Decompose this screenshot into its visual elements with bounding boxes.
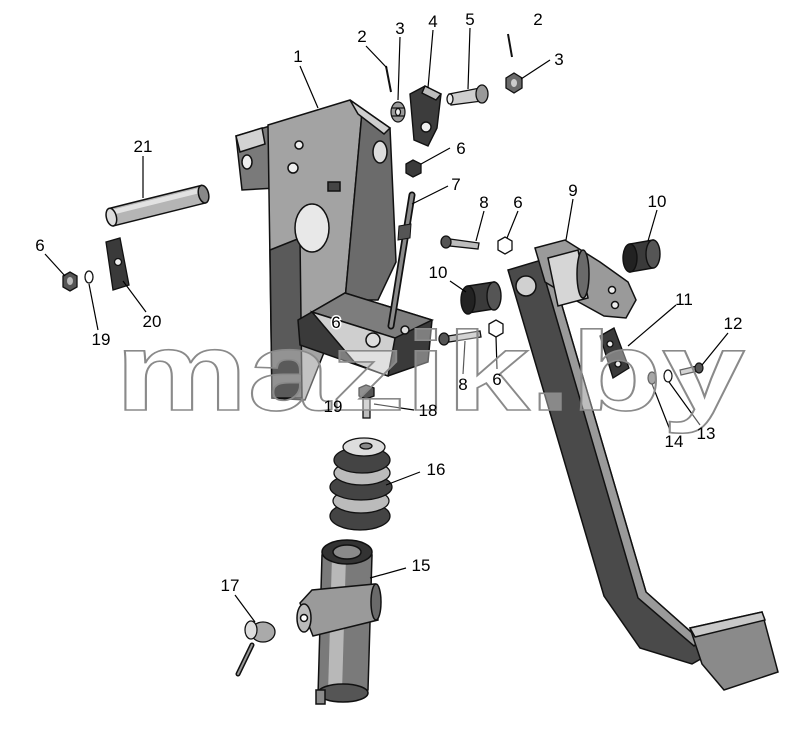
nut-part [497,236,513,255]
bolt-part [679,362,704,376]
callout-label: 8 [479,193,488,212]
callout-label: 6 [513,193,522,212]
callout-label: 13 [697,424,716,443]
callout-label: 9 [568,181,577,200]
washer-part [663,369,673,383]
callout-label: 5 [465,10,474,29]
bushing-part [622,239,661,273]
callout-label: 1 [293,47,302,66]
callout-label: 10 [648,192,667,211]
callout-label: 8 [458,375,467,394]
nut-part [62,271,78,292]
bolt-part [440,235,480,250]
callout-label: 21 [134,137,153,156]
pin-part [446,84,489,106]
callout-label: 2 [357,27,366,46]
pedal-part [507,239,779,691]
nut-part [505,72,523,94]
callout-label: 6 [456,139,465,158]
plate-part [599,327,630,379]
callout-label: 18 [419,401,438,420]
callout-label: 4 [428,12,437,31]
bushing-part [460,281,502,315]
callout-label: 20 [143,312,162,331]
callout-label: 2 [533,10,542,29]
callout-label: 19 [92,330,111,349]
callout-label: 6 [35,236,44,255]
callout-label: 16 [427,460,446,479]
bracket-part [235,99,435,401]
callout-label: 14 [665,432,684,451]
callout-label: 3 [554,50,563,69]
callout-label: 6 [492,370,501,389]
cotter-pin-part [507,33,513,58]
rod-part [387,191,416,330]
callout-label: 19 [324,397,343,416]
boot-part [329,437,393,531]
cotter-pin-part [385,65,392,93]
nut-part [405,159,422,178]
plate-part [105,237,130,291]
callout-label: 10 [429,263,448,282]
bolt-part [438,330,482,346]
callout-label: 7 [451,175,460,194]
callout-label: 17 [221,576,240,595]
callout-label: 12 [724,314,743,333]
shaft-part [105,184,210,227]
callout-label: 11 [675,290,693,309]
clevis-part [409,85,443,147]
callout-label: 15 [412,556,431,575]
master-cylinder-part [296,539,382,705]
washer-part [84,270,94,284]
fitting-part [235,620,276,677]
callout-labels: 1 2 3 4 5 2 3 6 7 21 8 6 9 10 6 10 11 12… [35,10,742,595]
castle-nut-part [390,101,406,123]
watermark: mazik.by [115,309,745,434]
nut-part [488,319,504,338]
callout-label: 6 [331,313,340,332]
leader-lines [44,27,729,623]
callout-label: 3 [395,19,404,38]
bolt-part [358,384,375,419]
